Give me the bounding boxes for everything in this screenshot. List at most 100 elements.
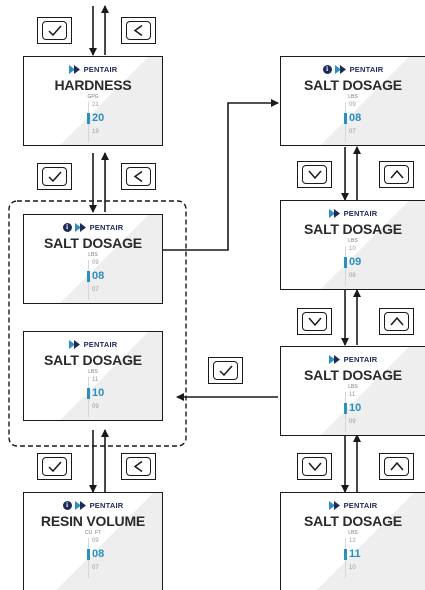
checkmark-icon [47, 25, 62, 37]
value-selected: 10 [349, 402, 362, 414]
value-selected: 20 [92, 112, 105, 124]
chevron-up-icon [389, 316, 404, 326]
info-icon[interactable]: i [322, 64, 332, 74]
down-button[interactable] [297, 453, 332, 480]
brand-name: PENTAIR [83, 339, 118, 349]
unit-label: LBS [348, 94, 358, 100]
unit-label: LBS [88, 369, 98, 375]
value-above: 09 [92, 260, 99, 266]
screen-title: SALT DOSAGE [304, 221, 402, 237]
pentair-logo-icon [74, 500, 86, 510]
value-below: 10 [349, 565, 356, 571]
up-button[interactable] [379, 308, 414, 335]
value-below: 09 [349, 419, 356, 425]
screen-salt-dosage-r2: PENTAIR SALT DOSAGE LBS 10 09 08 [280, 200, 425, 290]
chevron-down-icon [307, 317, 322, 327]
value-above: 21 [92, 102, 99, 108]
info-icon[interactable]: i [62, 500, 72, 510]
brand-name: PENTAIR [343, 500, 378, 510]
brand-name: PENTAIR [349, 64, 384, 74]
unit-label: LBS [88, 252, 98, 258]
screen-title: SALT DOSAGE [304, 513, 402, 529]
pentair-logo-icon [74, 222, 86, 232]
chevron-down-icon [307, 170, 322, 180]
chevron-left-icon [133, 460, 142, 473]
value-below: 07 [92, 287, 99, 293]
value-above: 09 [92, 538, 99, 544]
back-button[interactable] [121, 453, 156, 480]
up-button[interactable] [379, 453, 414, 480]
pentair-logo-icon [334, 64, 346, 74]
checkmark-icon [47, 461, 62, 473]
brand-header: PENTAIR [24, 63, 162, 75]
value-selected: 08 [92, 270, 105, 282]
screen-title: SALT DOSAGE [304, 367, 402, 383]
brand-header: PENTAIR [281, 207, 425, 219]
screen-salt-dosage-b: PENTAIR SALT DOSAGE LBS 11 10 09 [23, 331, 163, 421]
brand-header: PENTAIR [281, 353, 425, 365]
screen-salt-dosage-r4: PENTAIR SALT DOSAGE LBS 12 11 10 [280, 492, 425, 590]
up-button[interactable] [379, 161, 414, 188]
group-box [8, 200, 187, 447]
pentair-logo-icon [68, 339, 80, 349]
chevron-up-icon [389, 461, 404, 471]
value-below: 07 [349, 129, 356, 135]
value-selected: 11 [349, 548, 361, 560]
value-above: 12 [349, 538, 356, 544]
brand-header: PENTAIR [24, 338, 162, 350]
value-selected: 08 [92, 548, 105, 560]
elbow-arrow [163, 99, 279, 251]
screen-title: HARDNESS [54, 77, 132, 93]
value-picker[interactable]: 11 10 09 [344, 392, 386, 432]
check-button[interactable] [37, 453, 72, 480]
value-picker[interactable]: 12 11 10 [344, 538, 386, 578]
pentair-logo-icon [328, 354, 340, 364]
back-button[interactable] [121, 163, 156, 190]
value-picker[interactable]: 09 08 07 [344, 102, 386, 142]
value-picker[interactable]: 11 10 09 [87, 377, 129, 417]
unit-label: LBS [348, 238, 358, 244]
brand-name: PENTAIR [83, 64, 118, 74]
down-button[interactable] [297, 161, 332, 188]
brand-header: PENTAIR [281, 499, 425, 511]
brand-header: i PENTAIR [24, 499, 162, 511]
value-picker[interactable]: 21 20 19 [87, 102, 129, 142]
value-picker[interactable]: 09 08 07 [87, 260, 129, 300]
value-selected: 08 [349, 112, 362, 124]
check-button[interactable] [37, 17, 72, 44]
info-icon[interactable]: i [62, 222, 72, 232]
chevron-up-icon [389, 169, 404, 179]
screen-hardness: PENTAIR HARDNESS GPG 21 20 19 [23, 56, 163, 146]
value-picker[interactable]: 10 09 08 [344, 246, 386, 286]
value-below: 08 [349, 273, 356, 279]
value-below: 07 [92, 565, 99, 571]
unit-label: LBS [348, 530, 358, 536]
unit-label: LBS [348, 384, 358, 390]
brand-name: PENTAIR [343, 208, 378, 218]
chevron-left-icon [133, 170, 142, 183]
pentair-logo-icon [328, 208, 340, 218]
back-button[interactable] [121, 17, 156, 44]
brand-name: PENTAIR [89, 500, 124, 510]
brand-header: i PENTAIR [281, 63, 425, 75]
value-above: 09 [349, 102, 356, 108]
value-picker[interactable]: 09 08 07 [87, 538, 129, 578]
value-above: 11 [349, 392, 356, 398]
check-button[interactable] [37, 163, 72, 190]
value-selected: 09 [349, 256, 362, 268]
screen-salt-dosage-a: i PENTAIR SALT DOSAGE LBS 09 08 07 [23, 214, 163, 304]
chevron-down-icon [307, 462, 322, 472]
brand-name: PENTAIR [343, 354, 378, 364]
brand-name: PENTAIR [89, 222, 124, 232]
unit-label: CU. FT [84, 530, 102, 536]
screen-salt-dosage-r1: i PENTAIR SALT DOSAGE LBS 09 08 07 [280, 56, 425, 146]
screen-title: SALT DOSAGE [44, 352, 142, 368]
chevron-left-icon [133, 24, 142, 37]
screen-resin-volume: i PENTAIR RESIN VOLUME CU. FT 09 08 07 [23, 492, 163, 590]
check-button[interactable] [208, 357, 243, 384]
pentair-logo-icon [328, 500, 340, 510]
pentair-logo-icon [68, 64, 80, 74]
down-button[interactable] [297, 308, 332, 335]
